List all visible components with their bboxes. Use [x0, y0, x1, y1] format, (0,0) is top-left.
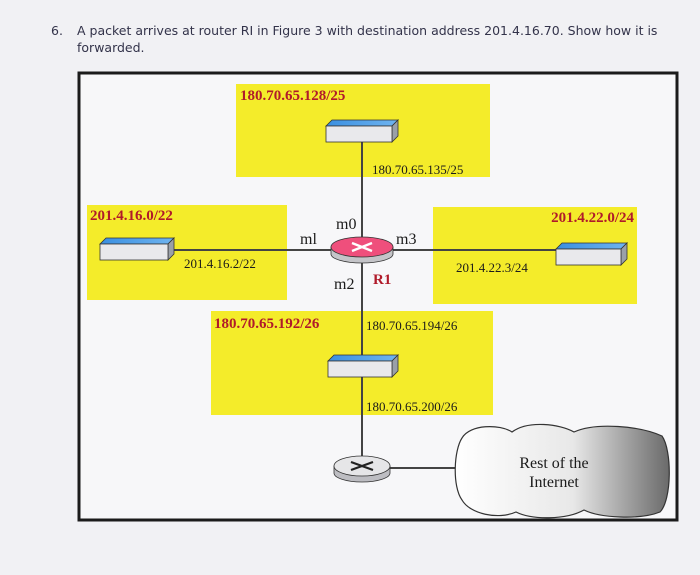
interface-m3-label: m3 — [396, 231, 416, 248]
address-left-label: 201.4.16.2/22 — [184, 256, 256, 271]
switch-bottom-icon — [327, 354, 399, 378]
network-bottom-label: 180.70.65.192/26 — [214, 316, 320, 332]
switch-left-icon — [99, 237, 175, 261]
network-right-label: 201.4.22.0/24 — [551, 210, 634, 226]
network-left-label: 201.4.16.0/22 — [90, 208, 173, 224]
router-r1-icon — [330, 236, 394, 264]
interface-m1-label: ml — [300, 231, 317, 248]
address-bottom-switch-label: 180.70.65.200/26 — [366, 399, 458, 414]
interface-m0-label: m0 — [336, 216, 356, 233]
question-body: A packet arrives at router RI in Figure … — [77, 23, 658, 55]
cloud-label-line2: Internet — [529, 474, 579, 491]
address-top-label: 180.70.65.135/25 — [372, 162, 463, 177]
router-r1-label: R1 — [373, 272, 391, 288]
cloud-label-line1: Rest of the — [519, 455, 588, 472]
switch-top-icon — [325, 119, 399, 143]
address-right-label: 201.4.22.3/24 — [456, 260, 528, 275]
address-bottom-label: 180.70.65.194/26 — [366, 318, 458, 333]
internet-cloud-icon — [454, 423, 670, 519]
interface-m2-label: m2 — [334, 276, 354, 293]
network-top-label: 180.70.65.128/25 — [240, 88, 345, 104]
switch-right-icon — [555, 242, 628, 266]
question-number: 6. — [51, 23, 63, 38]
router-lower-icon — [333, 455, 391, 483]
question-text: 6. A packet arrives at router RI in Figu… — [51, 22, 665, 56]
